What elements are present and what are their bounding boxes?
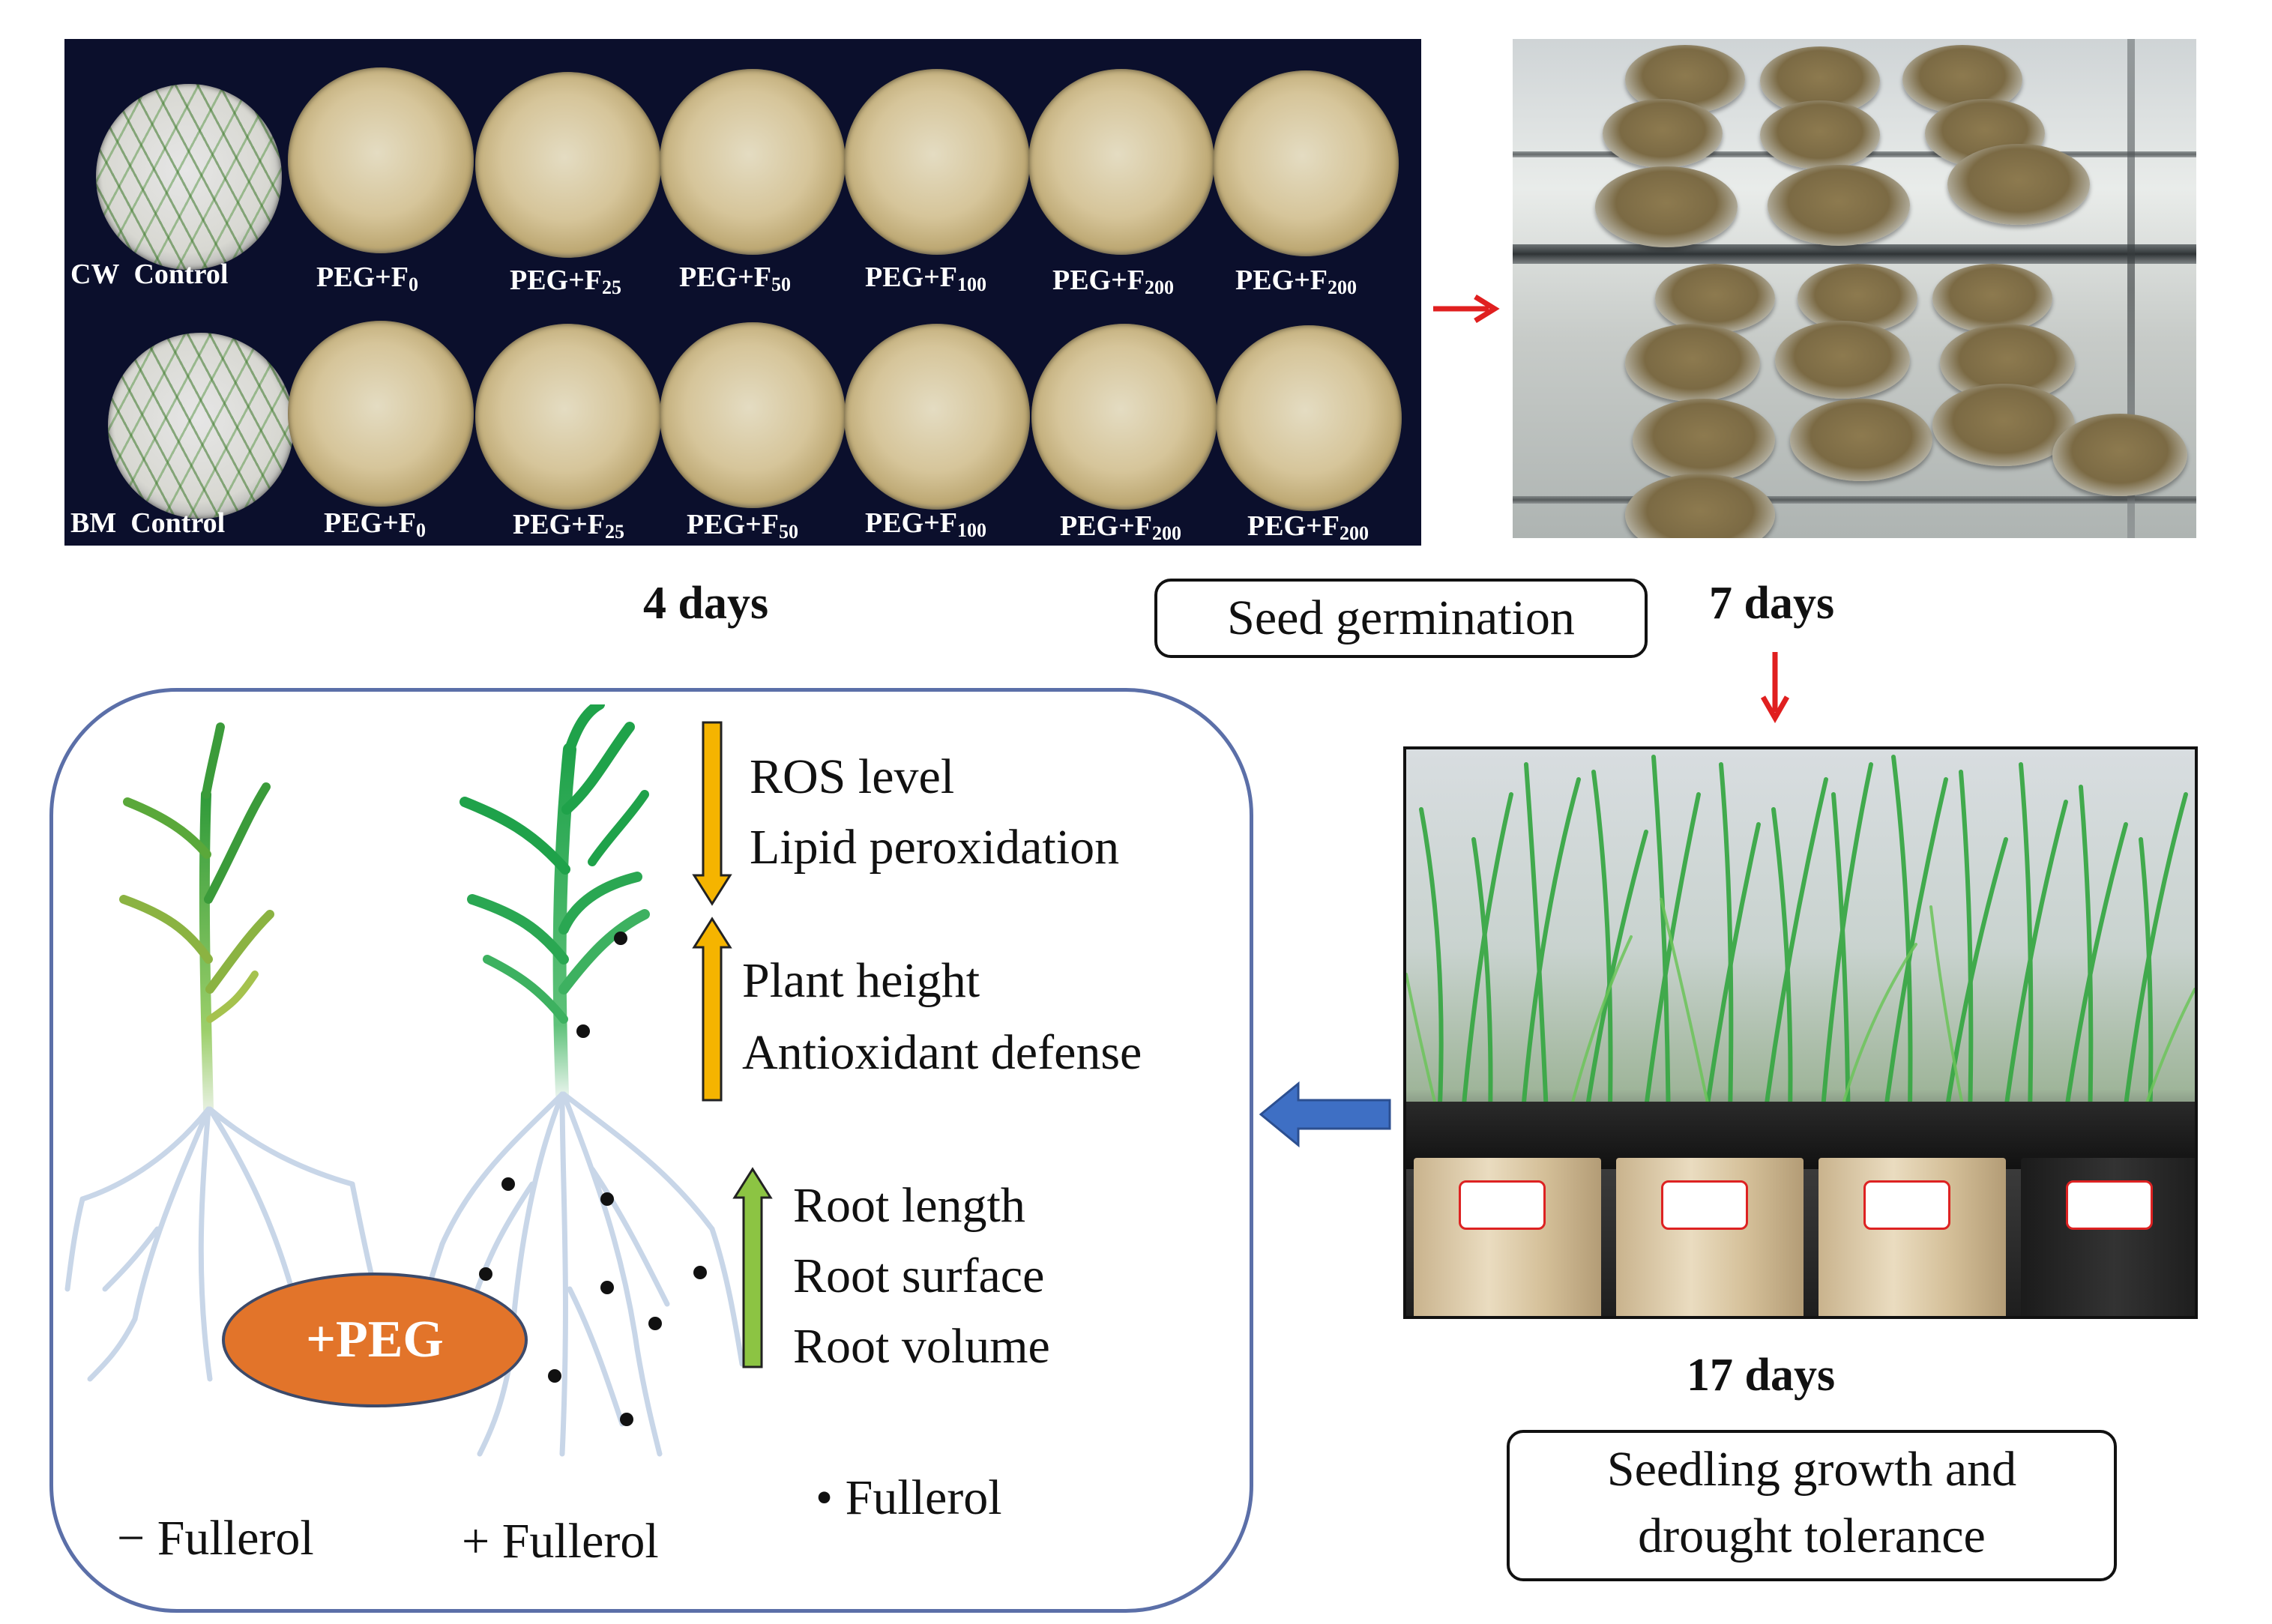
shelf-rail [1513,496,2196,504]
dish-bm-control [108,333,294,519]
shelf-dish [1633,399,1775,481]
label-row2-f0: PEG+F0 [324,507,426,541]
label-row1-f200: PEG+F200 [1052,265,1174,298]
peg-ellipse: +PEG [222,1273,528,1407]
plant-illustration [64,704,745,1457]
dish-bm-peg-f25 [475,324,661,510]
dish-bm-peg-f200b [1216,325,1402,511]
shelf-dish [1625,474,1775,538]
shelf-dish [1790,399,1932,481]
pot-cup [2021,1158,2195,1316]
effect-root-length: Root length [793,1178,1025,1233]
label-group-bm: BM [70,507,117,539]
dish-cw-peg-f50 [660,69,846,255]
label-row2-f200: PEG+F200 [1060,510,1181,544]
stage-germination-text: Seed germination [1227,591,1575,645]
shelf-dish [1760,100,1880,169]
label-row2-f100: PEG+F100 [865,507,986,541]
label-row1-f50: PEG+F50 [679,262,791,295]
legend-dot-icon: • [816,1470,834,1525]
shelf-dish [1768,165,1910,246]
dish-cw-peg-f200 [1028,69,1214,255]
seedling-photo [1403,746,2198,1319]
dish-bm-peg-f100 [844,324,1030,510]
effect-antioxidant-defense: Antioxidant defense [742,1025,1142,1080]
shelf-bar [1513,244,2196,264]
effect-plant-height: Plant height [742,953,980,1008]
shelf-dish [1655,264,1775,333]
up-arrow-icon [732,1167,773,1368]
dish-bm-peg-f50 [660,322,846,508]
legend-fullerol: • Fullerol [816,1473,1002,1523]
pot-cup [1414,1158,1601,1316]
red-right-arrow-icon [1433,295,1500,323]
label-4-days: 4 days [643,578,769,629]
effect-root-volume: Root volume [793,1319,1050,1374]
pot-cup [1616,1158,1804,1316]
label-row2-f25: PEG+F25 [513,509,624,543]
down-arrow-icon [692,721,732,906]
label-row1-f200b: PEG+F200 [1235,265,1357,298]
label-control-text: Control [133,259,229,290]
shelf-dish [1603,99,1723,168]
stage-seedling-line2: drought tolerance [1638,1509,1986,1564]
shelf-post [2127,39,2135,538]
label-7-days: 7 days [1709,578,1835,629]
shelf-dish [1625,324,1760,402]
petri-dish-photo: CW Control PEG+F0 PEG+F25 PEG+F50 PEG+F1… [64,39,1421,546]
shelf-dish [2052,414,2187,496]
label-cw-control: CW Control [70,258,228,291]
shelf-dish [1932,384,2075,466]
effect-root-surface: Root surface [793,1249,1045,1303]
red-down-arrow-icon [1760,652,1790,724]
pot-cup [1818,1158,2006,1316]
stage-seedling-line1: Seedling growth and [1606,1442,2017,1497]
shelf-dish [1775,321,1910,399]
blue-left-arrow-icon [1259,1081,1391,1148]
stage-box-seedling-growth: Seedling growth and drought tolerance [1507,1430,2117,1581]
label-17-days: 17 days [1687,1350,1836,1401]
dish-cw-peg-f25 [475,72,661,258]
summary-panel [49,688,1253,1613]
label-plus-fullerol: + Fullerol [462,1514,659,1569]
label-row2-f200b: PEG+F200 [1247,510,1369,544]
plant-plus-fullerol [409,704,745,1457]
dish-cw-peg-f200b [1213,70,1399,256]
legend-fullerol-text: Fullerol [845,1470,1002,1525]
dish-cw-peg-f0 [288,67,474,253]
label-minus-fullerol: − Fullerol [117,1511,314,1566]
dish-bm-peg-f0 [288,321,474,507]
stage-box-seed-germination: Seed germination [1154,579,1648,658]
label-control-text: Control [130,507,226,539]
label-group-cw: CW [70,259,120,290]
up-arrow-icon [692,917,732,1102]
dish-cw-control [96,84,282,270]
shelf-dish [1932,264,2052,333]
dish-bm-peg-f200 [1031,324,1217,510]
effect-ros-level: ROS level [750,749,955,804]
shelf-dish [1595,166,1738,247]
dish-cw-peg-f100 [844,69,1030,255]
incubator-shelf-photo [1513,39,2196,538]
label-row1-f25: PEG+F25 [510,265,621,298]
label-bm-control: BM Control [70,507,225,540]
label-row1-f0: PEG+F0 [316,262,418,295]
effect-lipid-peroxidation: Lipid peroxidation [750,820,1120,875]
shelf-dish [1947,144,2090,225]
label-row2-f50: PEG+F50 [687,509,798,543]
label-row1-f100: PEG+F100 [865,262,986,295]
